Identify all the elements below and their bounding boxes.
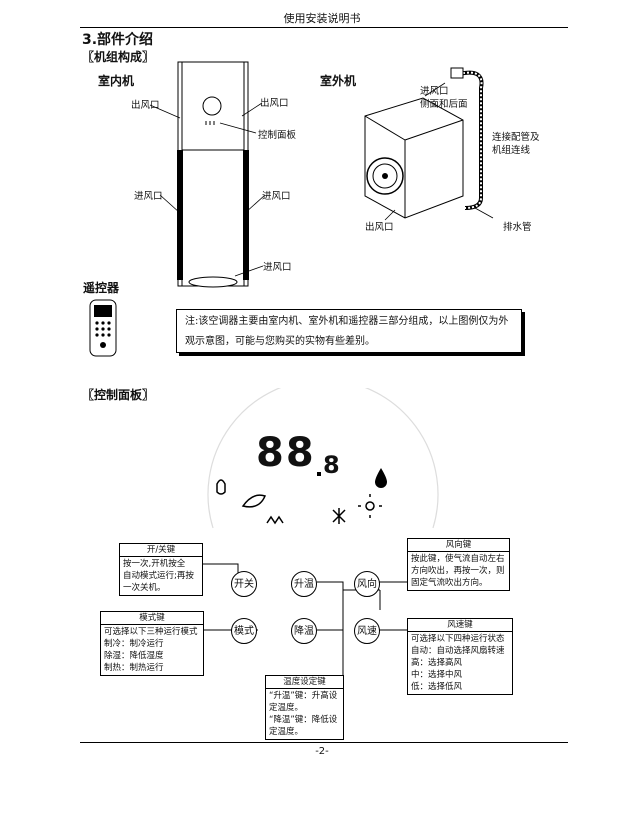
fan-key-title: 风速键 xyxy=(408,619,512,632)
fan-speed-button[interactable]: 风速 xyxy=(354,618,380,644)
mode-key-box: 模式键 可选择以下三种运行模式 制冷：制冷运行 除湿：降低湿度 制热：制热运行 xyxy=(100,611,204,676)
temp-down-button[interactable]: 降温 xyxy=(291,618,317,644)
fan-key-line: 自动：自动选择风扇转速 xyxy=(411,646,505,656)
outdoor-unit-illustration xyxy=(364,67,494,221)
temp-up-button[interactable]: 升温 xyxy=(291,571,317,597)
indoor-unit-illustration xyxy=(149,61,266,288)
temp-key-line: 定温度。 xyxy=(269,703,304,713)
document-header: 使用安装说明书 xyxy=(283,12,361,25)
temp-key-line: “升温”键：升高设 xyxy=(269,691,338,701)
mode-key-title: 模式键 xyxy=(101,612,203,625)
power-key-title: 开/关键 xyxy=(120,544,202,557)
composition-note: 注:该空调器主要由室内机、室外机和遥控器三部分组成，以上图例仅为外观示意图，可能… xyxy=(176,309,522,353)
control-panel-face xyxy=(207,388,439,529)
decimal-point xyxy=(317,472,321,476)
fan-key-line: 高：选择高风 xyxy=(411,658,463,668)
indoor-inlet-right-label: 进风口 xyxy=(262,191,291,202)
power-key-box: 开/关键 按一次,开机按全 自动模式运行;再按 一次关机。 xyxy=(119,543,203,596)
power-key-line: 自动模式运行;再按 xyxy=(123,571,194,581)
fan-key-box: 风速键 可选择以下四种运行状态 自动：自动选择风扇转速 高：选择高风 中：选择中… xyxy=(407,618,513,695)
temp-key-line: “降温”键：降低设 xyxy=(269,715,338,725)
swing-key-title: 风向键 xyxy=(408,539,509,552)
swing-key-box: 风向键 按此键，使气流自动左右 方向吹出，再按一次，则 固定气流吹出方向。 xyxy=(407,538,510,591)
swing-key-line: 按此键，使气流自动左右 xyxy=(411,554,505,564)
panel-heading: 〖控制面板〗 xyxy=(82,388,155,402)
drain-label: 排水管 xyxy=(503,222,532,233)
power-key-line: 按一次,开机按全 xyxy=(123,559,186,569)
pipe-label: 连接配管及 xyxy=(492,132,540,143)
footer-rule xyxy=(80,742,568,743)
indoor-outlet-right-label: 出风口 xyxy=(260,98,289,109)
swing-button[interactable]: 风向 xyxy=(354,571,380,597)
outdoor-unit-title: 室外机 xyxy=(320,74,357,88)
remote-title: 遥控器 xyxy=(83,281,120,295)
fan-key-line: 低：选择低风 xyxy=(411,682,463,692)
mode-key-line: 制热：制热运行 xyxy=(104,663,164,673)
section-title: 3.部件介绍 xyxy=(82,32,154,48)
mode-button[interactable]: 模式 xyxy=(231,618,257,644)
pipe-label-2: 机组连线 xyxy=(492,145,531,156)
power-key-line: 一次关机。 xyxy=(123,583,166,593)
control-panel-label: 控制面板 xyxy=(258,130,297,141)
outdoor-inlet-label: 进风口 xyxy=(420,86,449,97)
swing-key-line: 固定气流吹出方向。 xyxy=(411,578,488,588)
indoor-outlet-left-label: 出风口 xyxy=(131,100,160,111)
mode-key-line: 制冷：制冷运行 xyxy=(104,639,164,649)
temp-key-line: 定温度。 xyxy=(269,727,304,737)
fan-key-line: 中：选择中风 xyxy=(411,670,463,680)
power-button[interactable]: 开关 xyxy=(231,571,257,597)
indoor-inlet-bottom-label: 进风口 xyxy=(263,262,292,273)
temp-key-title: 温度设定键 xyxy=(266,676,343,689)
indoor-unit-title: 室内机 xyxy=(98,74,135,88)
page-number: -2- xyxy=(315,746,329,757)
units-heading: 〖机组构成〗 xyxy=(82,50,155,64)
outdoor-outlet-label: 出风口 xyxy=(365,222,394,233)
temperature-display: 88 xyxy=(256,430,316,476)
remote-illustration xyxy=(89,299,117,357)
temperature-decimal: 8 xyxy=(323,451,340,479)
temp-key-box: 温度设定键 “升温”键：升高设 定温度。 “降温”键：降低设 定温度。 xyxy=(265,675,344,740)
mode-key-line: 除湿：降低湿度 xyxy=(104,651,164,661)
swing-key-line: 方向吹出，再按一次，则 xyxy=(411,566,505,576)
indoor-inlet-left-label: 进风口 xyxy=(134,191,163,202)
outdoor-inlet-sub-label: 侧面和后面 xyxy=(420,99,468,110)
header-rule xyxy=(80,27,568,28)
fan-key-line: 可选择以下四种运行状态 xyxy=(411,634,505,644)
mode-key-line: 可选择以下三种运行模式 xyxy=(104,627,198,637)
